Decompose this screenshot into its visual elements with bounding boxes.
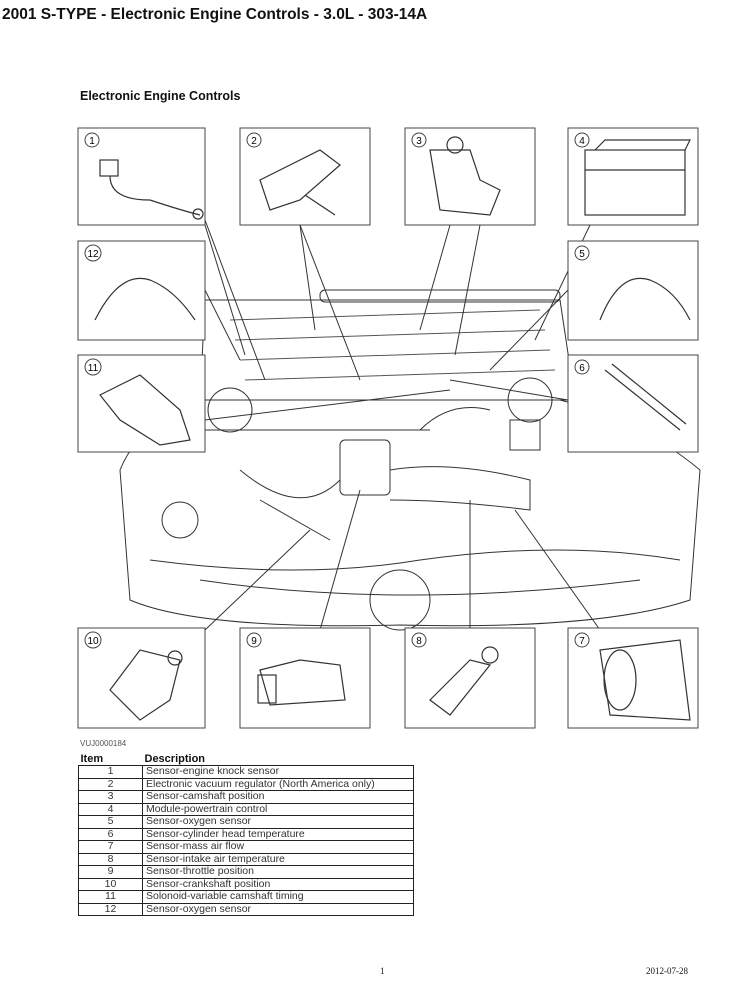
svg-text:3: 3 [416, 136, 422, 147]
item-number: 4 [78, 802, 143, 816]
item-description: Sensor-crankshaft position [142, 877, 414, 891]
item-description: Sensor-mass air flow [142, 840, 414, 854]
engine-diagram: 1 2 3 4 5 6 7 8 9 10 11 12 [77, 127, 701, 729]
figure-id: VUJ0000184 [80, 739, 127, 748]
leader-lines [204, 219, 601, 631]
callout-boxes [77, 127, 699, 729]
column-header-description: Description [144, 753, 206, 765]
svg-text:1: 1 [89, 136, 95, 147]
item-number: 9 [78, 865, 143, 879]
callout-12: 12 [84, 244, 102, 262]
item-number: 10 [78, 877, 143, 891]
item-description: Module-powertrain control [142, 802, 414, 816]
svg-text:11: 11 [88, 363, 99, 374]
callout-4: 4 [574, 132, 590, 148]
callout-9: 9 [246, 632, 262, 648]
engine-bay-illustration [119, 289, 701, 631]
callout-1: 1 [84, 132, 100, 148]
svg-text:7: 7 [579, 636, 585, 647]
item-number: 2 [78, 777, 143, 791]
item-number: 11 [78, 890, 143, 904]
svg-text:8: 8 [416, 636, 422, 647]
svg-text:2: 2 [251, 136, 257, 147]
item-number: 6 [78, 827, 143, 841]
callout-5: 5 [574, 245, 590, 261]
item-number: 5 [78, 815, 143, 829]
callout-numbers: 1 2 3 4 5 6 7 8 9 10 11 12 [84, 132, 590, 649]
document-title: 2001 S-TYPE - Electronic Engine Controls… [2, 6, 428, 23]
svg-text:9: 9 [251, 636, 257, 647]
svg-text:5: 5 [579, 249, 585, 260]
callout-6: 6 [574, 359, 590, 375]
item-number: 7 [78, 840, 143, 854]
item-description: Sensor-oxygen sensor [142, 902, 414, 916]
item-description: Solonoid-variable camshaft timing [142, 890, 414, 904]
item-description: Sensor-camshaft position [142, 790, 414, 804]
item-description: Sensor-intake air temperature [142, 852, 414, 866]
item-number: 8 [78, 852, 143, 866]
svg-text:10: 10 [87, 636, 99, 647]
callout-3: 3 [411, 132, 427, 148]
item-number: 3 [78, 790, 143, 804]
svg-text:6: 6 [579, 363, 585, 374]
callout-2: 2 [246, 132, 262, 148]
callout-10: 10 [84, 631, 102, 649]
item-description: Electronic vacuum regulator (North Ameri… [142, 777, 414, 791]
callout-7: 7 [574, 632, 590, 648]
svg-text:4: 4 [579, 136, 585, 147]
item-number: 12 [78, 902, 143, 916]
component-sketches [94, 136, 691, 721]
callout-8: 8 [411, 632, 427, 648]
section-title: Electronic Engine Controls [80, 89, 241, 103]
print-date: 2012-07-28 [646, 966, 688, 976]
item-description: Sensor-throttle position [142, 865, 414, 879]
svg-text:12: 12 [87, 249, 99, 260]
column-header-item: Item [80, 753, 104, 765]
item-number: 1 [78, 765, 143, 779]
item-description: Sensor-oxygen sensor [142, 815, 414, 829]
page-number: 1 [380, 966, 385, 976]
callout-11: 11 [84, 358, 102, 376]
item-description: Sensor-cylinder head temperature [142, 827, 414, 841]
item-description: Sensor-engine knock sensor [142, 765, 414, 779]
